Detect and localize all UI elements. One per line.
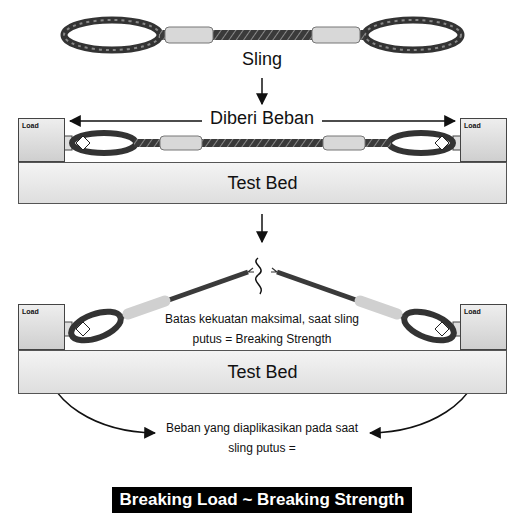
load-arrow [70,120,205,122]
part-label: Sling [202,50,322,70]
load-block: Load [460,304,507,350]
node-text: Load [464,308,481,315]
load-arrow [320,120,455,122]
node-text: Load [464,122,481,129]
caption-bar: Breaking Load ~ Breaking Strength [112,487,413,513]
test-bed: Test Bed [18,350,507,394]
break-mark [256,258,262,294]
node-text: Load [22,122,39,129]
sling [64,20,461,50]
sling-loaded [72,133,453,153]
load-block: Load [18,118,65,162]
node-text: Load [22,308,39,315]
test-bed: Test Bed [18,162,507,204]
node-text: Test Bed [227,362,297,383]
action-label: Diberi Beban [202,109,322,129]
note-text: Batas kekuatan maksimal, saat sling putu… [162,309,362,350]
flow-arrow [261,214,263,242]
node-text: Test Bed [227,173,297,194]
load-block: Load [18,304,65,350]
load-block: Load [460,118,507,162]
note-text: Beban yang diaplikasikan pada saat sling… [162,418,362,459]
flow-arrow [261,78,263,104]
